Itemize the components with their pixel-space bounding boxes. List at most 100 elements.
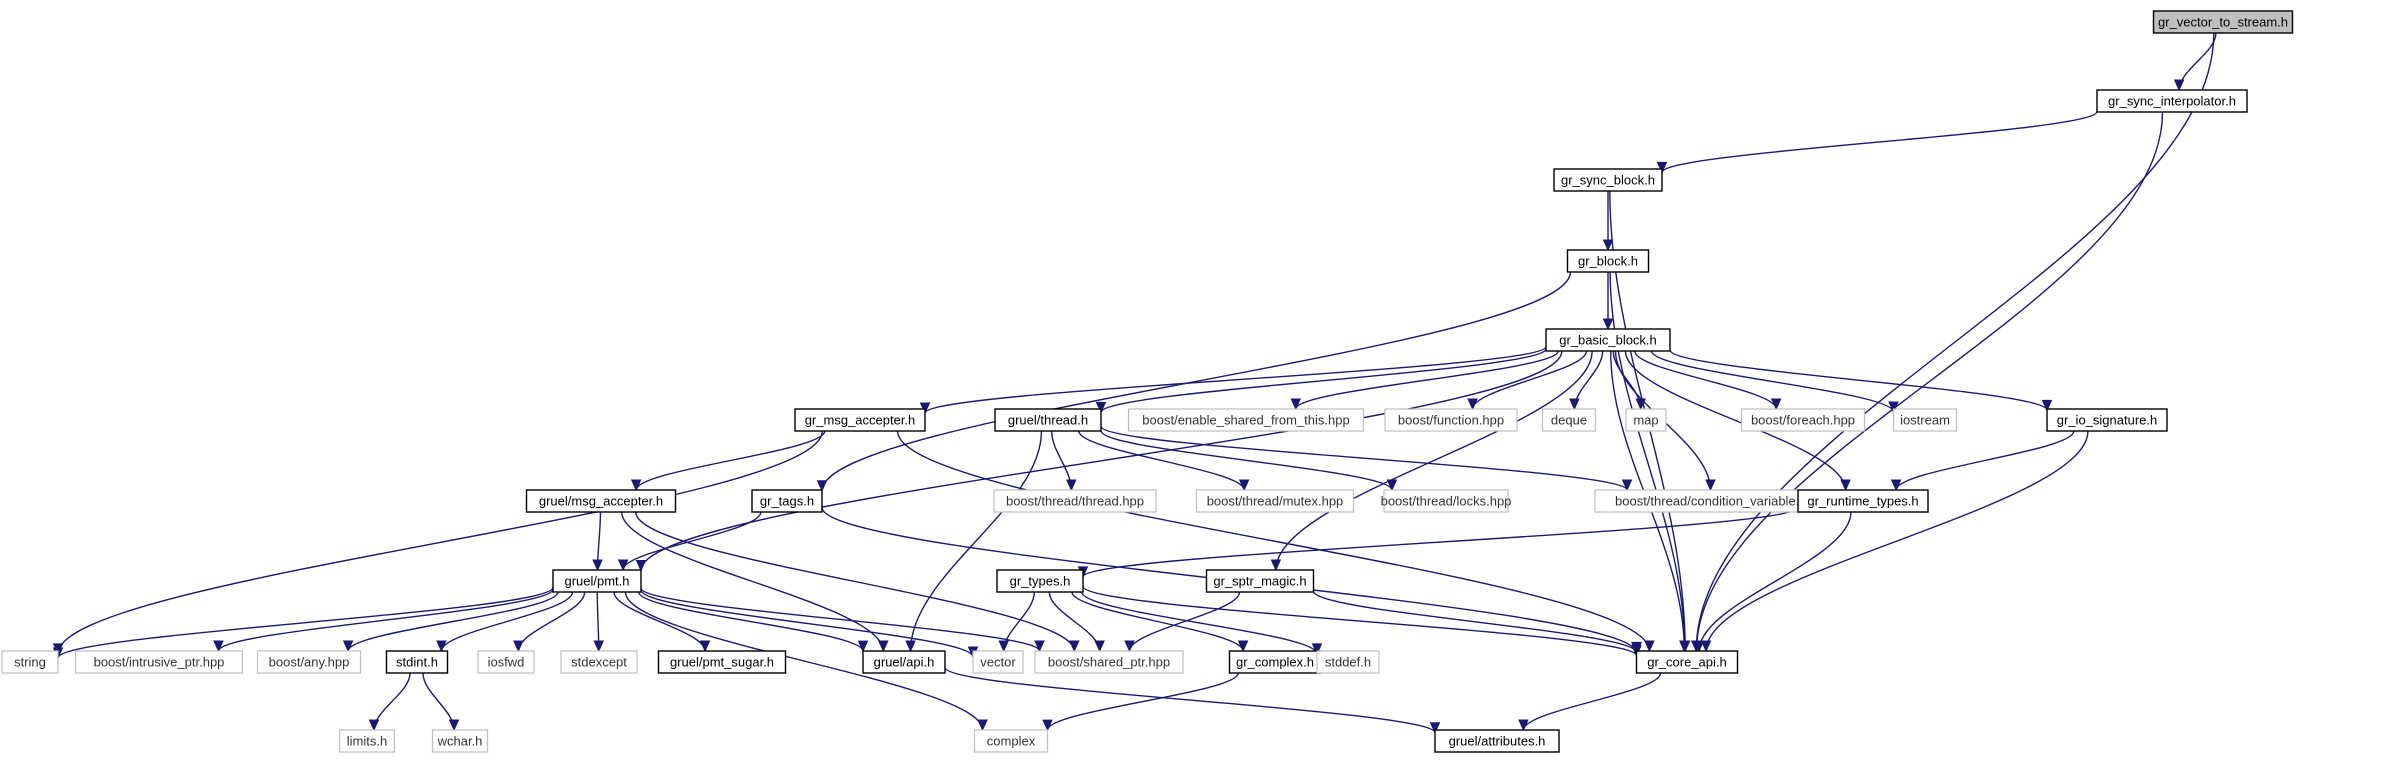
node-label: boost/enable_shared_from_this.hpp: [1142, 412, 1349, 427]
node-gruel-api-h[interactable]: gruel/api.h: [862, 650, 946, 674]
arrowhead: [1069, 640, 1080, 653]
node-box: [525, 489, 677, 513]
node-box: [2152, 10, 2294, 34]
arrowhead: [2041, 399, 2053, 412]
node-box: [552, 569, 642, 593]
edge-stdint-to-lim: [373, 672, 411, 731]
node-stdexcept: stdexcept: [560, 650, 638, 674]
node-boost-function-hpp: boost/function.hpp: [1384, 408, 1518, 432]
arrowhead: [1066, 479, 1077, 492]
node-gr-runtime-types-h[interactable]: gr_runtime_types.h: [1797, 489, 1929, 513]
edge-gthr-to-blck: [1100, 430, 1393, 491]
node-box: [1553, 168, 1663, 192]
node-box: [862, 650, 946, 674]
node-boost-foreach-hpp: boost/foreach.hpp: [1740, 408, 1866, 432]
node-label: boost/intrusive_ptr.hpp: [94, 654, 225, 669]
node-box: [1205, 569, 1315, 593]
node-gruel-msg-accepter-h[interactable]: gruel/msg_accepter.h: [525, 489, 677, 513]
node-gr-sync-interpolator-h[interactable]: gr_sync_interpolator.h: [2096, 89, 2248, 113]
node-gr-vector-to-stream-h[interactable]: gr_vector_to_stream.h: [2152, 10, 2294, 34]
node-gr-sync-block-h[interactable]: gr_sync_block.h: [1553, 168, 1663, 192]
arrowhead: [905, 640, 916, 653]
node-box: [1384, 408, 1518, 432]
node-box: [256, 650, 362, 674]
node-box: [477, 650, 535, 674]
arrowhead: [436, 640, 447, 653]
node-gr-io-signature-h[interactable]: gr_io_signature.h: [2046, 408, 2168, 432]
node-box: [2096, 89, 2248, 113]
arrowhead: [1386, 479, 1398, 492]
node-box: [1566, 249, 1650, 273]
arrowhead: [1644, 640, 1655, 653]
edge-iosig-to-rtt: [1895, 430, 2075, 491]
edge-tags-to-pmt: [622, 511, 762, 571]
node-limits-h: limits.h: [338, 729, 396, 753]
node-gr-types-h[interactable]: gr_types.h: [996, 569, 1084, 593]
arrowhead: [1034, 640, 1045, 653]
node-box: [996, 569, 1084, 593]
node-label: gr_vector_to_stream.h: [2158, 14, 2288, 29]
node-label: boost/thread/thread.hpp: [1006, 493, 1144, 508]
node-box: [431, 729, 489, 753]
edge-types-to-capi: [1082, 585, 1638, 657]
node-box: [2046, 408, 2168, 432]
edge-sint-to-capi: [1695, 111, 2164, 652]
node-label: gruel/pmt_sugar.h: [670, 654, 774, 669]
node-label: boost/foreach.hpp: [1751, 412, 1855, 427]
edge-pmt-to-bsp: [640, 587, 1041, 652]
arrowhead: [1602, 239, 1614, 252]
node-label: boost/thread/mutex.hpp: [1207, 493, 1344, 508]
node-gr-sptr-magic-h[interactable]: gr_sptr_magic.h: [1205, 569, 1315, 593]
edge-bblk-to-bfun: [1471, 350, 1588, 410]
arrowhead: [592, 559, 603, 572]
node-gr-complex-h[interactable]: gr_complex.h: [1228, 650, 1322, 674]
arrowhead: [2173, 79, 2185, 92]
node-label: gruel/msg_accepter.h: [539, 493, 663, 508]
edge-pmt-to-vec: [640, 589, 974, 658]
node-box: [1034, 650, 1184, 674]
node-gruel-thread-h[interactable]: gruel/thread.h: [994, 408, 1102, 432]
edge-bblk-to-iosig: [1669, 349, 2048, 412]
node-gr-core-api-h[interactable]: gr_core_api.h: [1635, 650, 1739, 674]
node-stddef-h: stddef.h: [1316, 650, 1380, 674]
edge-macc-to-str: [57, 430, 823, 654]
node-label: wchar.h: [437, 733, 483, 748]
node-box: [973, 729, 1049, 753]
node-stdint-h[interactable]: stdint.h: [385, 650, 449, 674]
node-gr-tags-h[interactable]: gr_tags.h: [751, 489, 823, 513]
node-label: stddef.h: [1325, 654, 1371, 669]
arrowhead: [816, 480, 828, 492]
edge-bblk-to-rtt: [1624, 350, 1847, 491]
edge-types-to-cplx: [1071, 591, 1244, 652]
arrowhead: [1238, 479, 1250, 492]
edge-sptr-to-capi: [1312, 590, 1638, 653]
edge-pmt-to-bip: [217, 588, 554, 652]
node-gr-msg-accepter-h[interactable]: gr_msg_accepter.h: [794, 408, 926, 432]
node-boost-shared-ptr-hpp: boost/shared_ptr.hpp: [1034, 650, 1184, 674]
node-box: [1635, 650, 1739, 674]
arrowhead: [1890, 479, 1902, 492]
arrowhead: [1705, 479, 1716, 492]
edge-gthr-to-gapi: [909, 430, 1043, 652]
node-gr-block-h[interactable]: gr_block.h: [1566, 249, 1650, 273]
edge-pmt-to-stdint: [440, 591, 574, 652]
arrowhead: [593, 640, 605, 653]
node-boost-thread-thread-hpp: boost/thread/thread.hpp: [993, 489, 1157, 513]
arrowhead: [857, 640, 869, 653]
node-gruel-pmt-sugar-h[interactable]: gruel/pmt_sugar.h: [657, 650, 787, 674]
node-gruel-pmt-h[interactable]: gruel/pmt.h: [552, 569, 642, 593]
node-gr-basic-block-h[interactable]: gr_basic_block.h: [1545, 328, 1671, 352]
arrowhead: [513, 640, 524, 653]
arrowhead: [213, 640, 224, 653]
node-label: complex: [987, 733, 1036, 748]
arrowhead: [878, 640, 889, 653]
node-label: gr_core_api.h: [1647, 654, 1727, 669]
node-label: boost/thread/condition_variable.hpp: [1615, 493, 1821, 508]
arrowhead: [1124, 640, 1135, 653]
node-label: gr_sptr_magic.h: [1213, 573, 1306, 588]
node-box: [1545, 328, 1671, 352]
node-gruel-attributes-h[interactable]: gruel/attributes.h: [1434, 729, 1560, 753]
arrowhead: [1095, 401, 1107, 414]
edge-pmt-to-complex: [624, 591, 984, 731]
